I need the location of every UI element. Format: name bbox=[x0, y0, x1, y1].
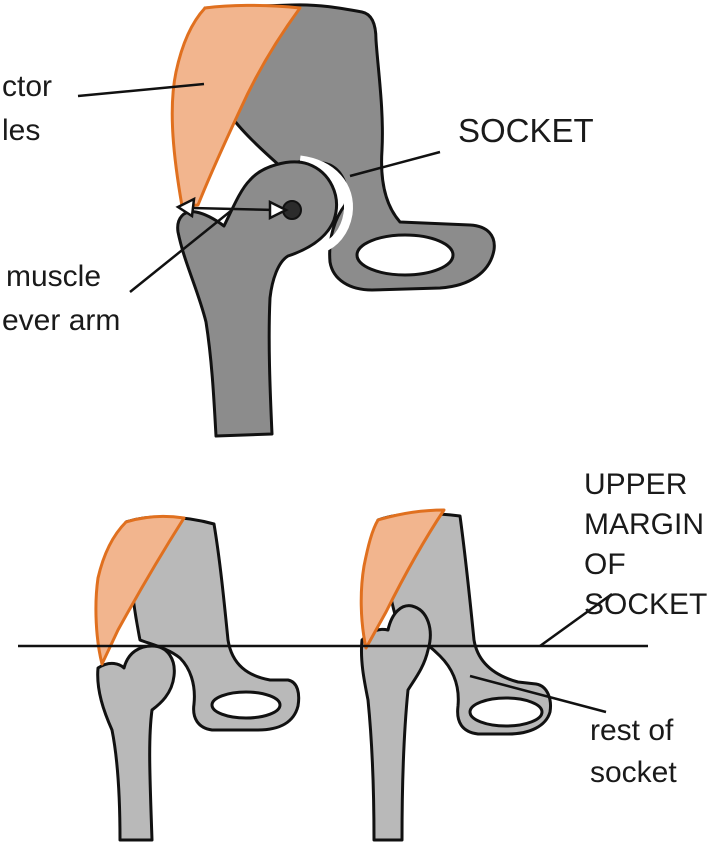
top-obturator-hole bbox=[355, 233, 455, 277]
br-femur bbox=[360, 604, 432, 842]
lever-arrow-right bbox=[268, 199, 289, 221]
bl-abductor-muscle bbox=[94, 514, 186, 666]
top-abductor-muscle bbox=[170, 3, 302, 208]
upper-margin-label-line2: MARGIN bbox=[584, 508, 704, 541]
rest-of-socket-label-line2: socket bbox=[590, 756, 677, 789]
upper-margin-label-line3: OF bbox=[584, 548, 626, 581]
socket-label: SOCKET bbox=[458, 112, 594, 149]
socket-leader bbox=[349, 150, 441, 178]
upper-margin-label-line1: UPPER bbox=[584, 468, 687, 501]
upper-margin-leader bbox=[539, 592, 613, 648]
rest-of-socket-label-line1: rest of bbox=[590, 714, 674, 747]
bl-obturator-hole bbox=[210, 690, 282, 720]
bl-femur bbox=[96, 644, 176, 842]
rest-of-socket-leader bbox=[469, 674, 607, 714]
top-hip-figure bbox=[77, 3, 496, 438]
lever-arrow-left bbox=[175, 196, 196, 219]
lever-leader bbox=[129, 209, 233, 293]
lever-arm-line bbox=[191, 206, 277, 212]
br-abductor-muscle bbox=[359, 508, 446, 650]
br-obturator-hole bbox=[468, 696, 544, 728]
top-femur bbox=[176, 160, 338, 438]
top-pelvis bbox=[203, 3, 496, 292]
abductor-label-line1: ctor bbox=[2, 70, 52, 103]
bottom-right-hip-figure bbox=[359, 508, 552, 842]
upper-margin-label-line4: SOCKET bbox=[584, 588, 707, 621]
abductor-label-line2: les bbox=[2, 114, 40, 147]
abductor-leader bbox=[77, 82, 205, 98]
lever-label-line2: ever arm bbox=[2, 304, 120, 337]
top-socket-gap bbox=[299, 155, 353, 253]
lever-label-line1: muscle bbox=[6, 260, 101, 293]
bottom-left-hip-figure bbox=[94, 514, 301, 842]
